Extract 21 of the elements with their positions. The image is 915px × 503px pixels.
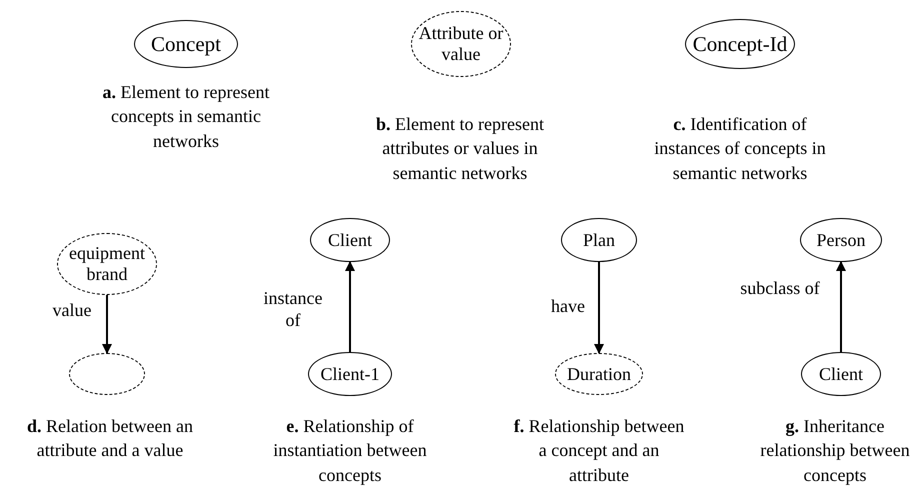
ellipse-node: Client: [801, 352, 881, 396]
ellipse-node: Plan: [561, 218, 637, 262]
caption: e. Relationship of instantiation between concepts: [272, 415, 428, 487]
ellipse-node: Duration: [555, 353, 643, 395]
caption: a. Element to represent concepts in semantic networks: [102, 81, 270, 153]
ellipse-node: Concept: [134, 20, 238, 68]
caption: f. Relationship between a concept and an attribute: [512, 415, 686, 487]
ellipse-node: Concept-Id: [685, 19, 795, 69]
arrow: [102, 295, 112, 354]
arrow: [594, 262, 604, 354]
ellipse-node: Person: [800, 218, 882, 262]
caption: g. Inheritance relationship between concepts: [760, 415, 910, 487]
caption: d. Relation between an attribute and a value: [26, 415, 194, 462]
caption: b. Element to represent attributes or values in semantic networks: [375, 113, 545, 185]
arrow: [836, 261, 846, 352]
caption: c. Identification of instances of concepts in semantic networks: [653, 113, 827, 185]
ellipse-node: equipment brand: [57, 233, 157, 295]
ellipse-node: Client: [310, 218, 390, 262]
arrow: [345, 261, 355, 352]
ellipse-node: Client-1: [308, 352, 392, 396]
ellipse-node: Attribute or value: [411, 11, 511, 77]
